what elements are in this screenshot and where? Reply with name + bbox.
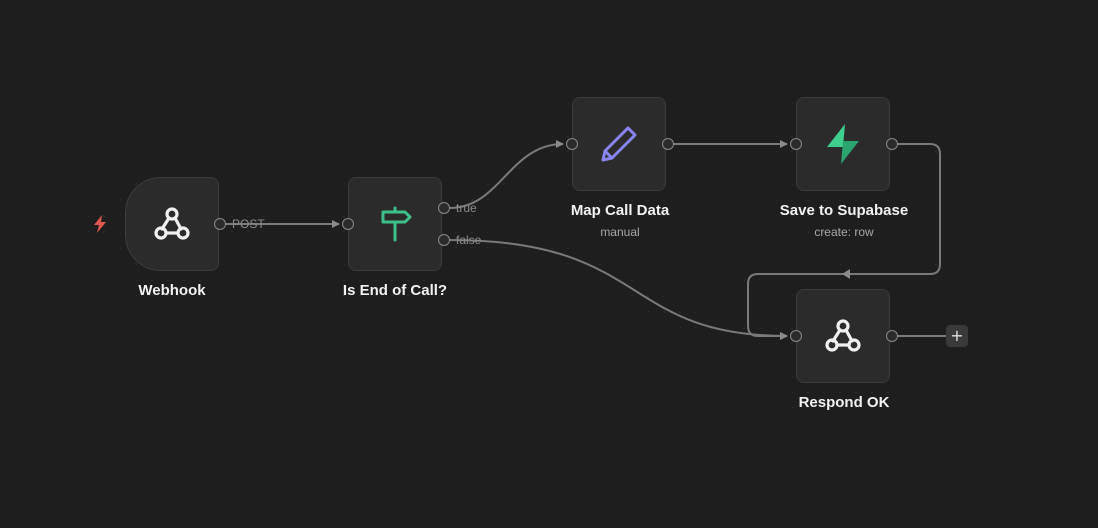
if-false-output-handle[interactable]: [438, 234, 450, 246]
lightning-bolt-icon: [92, 215, 108, 238]
respond-ok-node[interactable]: [796, 289, 890, 383]
if-node-label: Is End of Call?: [342, 282, 448, 299]
map-call-data-node[interactable]: [572, 97, 666, 191]
signpost-icon: [375, 204, 415, 244]
if-true-label: true: [456, 201, 477, 215]
supabase-node-subtitle: create: row: [814, 225, 874, 239]
map-node-subtitle: manual: [600, 225, 640, 239]
add-node-button[interactable]: +: [946, 325, 968, 347]
edge-direction-arrow: [842, 269, 850, 279]
supabase-input-handle[interactable]: [790, 138, 802, 150]
edge-true-to-map[interactable]: [449, 140, 564, 209]
supabase-output-handle[interactable]: [886, 138, 898, 150]
webhook-icon: [821, 314, 865, 358]
respond-input-handle[interactable]: [790, 330, 802, 342]
webhook-node[interactable]: [125, 177, 219, 271]
pencil-icon: [597, 122, 641, 166]
respond-output-handle[interactable]: [886, 330, 898, 342]
webhook-icon: [150, 202, 194, 246]
map-input-handle[interactable]: [566, 138, 578, 150]
if-false-label: false: [456, 233, 482, 247]
supabase-icon: [823, 123, 863, 165]
map-output-handle[interactable]: [662, 138, 674, 150]
if-node[interactable]: [348, 177, 442, 271]
edge-false-to-respond[interactable]: [449, 239, 788, 340]
map-node-label: Map Call Data: [570, 202, 670, 219]
webhook-output-handle[interactable]: [214, 218, 226, 230]
respond-node-label: Respond OK: [798, 394, 890, 411]
if-input-handle[interactable]: [342, 218, 354, 230]
webhook-node-label: Webhook: [138, 282, 206, 299]
supabase-node-label: Save to Supabase: [779, 202, 909, 219]
if-true-output-handle[interactable]: [438, 202, 450, 214]
save-to-supabase-node[interactable]: [796, 97, 890, 191]
webhook-output-label: POST: [232, 217, 265, 231]
